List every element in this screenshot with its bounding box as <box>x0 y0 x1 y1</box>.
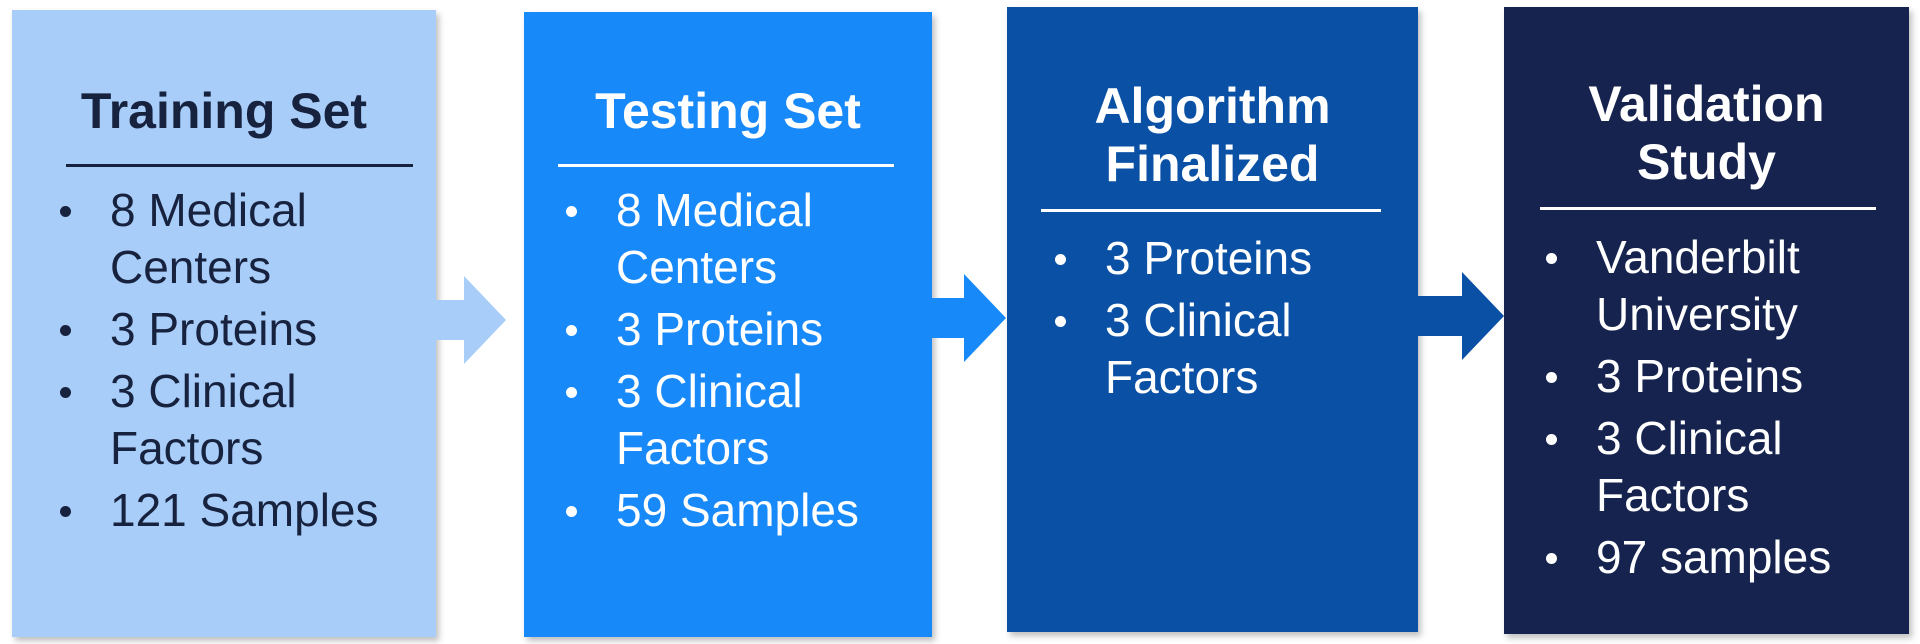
stage-item-list: 8 Medical Centers 3 Proteins 3 Clinical … <box>54 182 424 544</box>
bullet-icon <box>1546 553 1557 564</box>
stage-item-list: 3 Proteins 3 Clinical Factors <box>1049 230 1409 411</box>
title-line: Algorithm <box>1094 78 1331 134</box>
list-item: 97 samples <box>1540 529 1900 586</box>
bullet-icon <box>60 325 71 336</box>
bullet-icon <box>1546 372 1557 383</box>
stage-item-list: Vanderbilt University 3 Proteins 3 Clini… <box>1540 229 1900 591</box>
list-item: 3 Clinical Factors <box>1540 410 1856 524</box>
title-divider <box>1041 209 1381 212</box>
stage-box-training-set: Training Set 8 Medical Centers 3 Protein… <box>12 10 436 637</box>
bullet-icon <box>1546 434 1557 445</box>
arrow-shape <box>1418 272 1504 360</box>
bullet-icon <box>60 506 71 517</box>
list-item: 121 Samples <box>54 482 424 539</box>
title-line: Validation <box>1588 76 1825 132</box>
arrow-shape <box>434 276 506 364</box>
stage-box-validation-study: Validation Study Vanderbilt University 3… <box>1504 7 1909 634</box>
list-item: 3 Proteins <box>1540 348 1900 405</box>
list-item: 8 Medical Centers <box>560 182 856 296</box>
bullet-icon <box>1546 253 1557 264</box>
arrow-right-icon <box>1418 272 1504 360</box>
stage-title-validation-study: Validation Study <box>1504 75 1909 191</box>
title-divider <box>66 164 413 167</box>
bullet-icon <box>566 506 577 517</box>
stage-title-testing-set: Testing Set <box>595 83 861 139</box>
bullet-icon <box>1055 254 1066 265</box>
bullet-icon <box>60 387 71 398</box>
bullet-icon <box>566 325 577 336</box>
list-item: 3 Proteins <box>560 301 920 358</box>
list-item: 3 Clinical Factors <box>560 363 876 477</box>
bullet-icon <box>60 206 71 217</box>
stage-item-list: 8 Medical Centers 3 Proteins 3 Clinical … <box>560 182 920 544</box>
bullet-icon <box>1055 316 1066 327</box>
list-item: 8 Medical Centers <box>54 182 350 296</box>
stage-title-training-set: Training Set <box>80 83 368 139</box>
arrow-right-icon <box>932 274 1006 362</box>
list-item: Vanderbilt University <box>1540 229 1866 343</box>
title-divider <box>1540 207 1876 210</box>
list-item: 3 Clinical Factors <box>1049 292 1365 406</box>
arrow-shape <box>932 274 1006 362</box>
list-item: 3 Proteins <box>54 301 424 358</box>
bullet-icon <box>566 387 577 398</box>
title-line: Study <box>1637 134 1776 190</box>
title-line: Finalized <box>1105 136 1320 192</box>
stage-title-algorithm-finalized: Algorithm Finalized <box>1007 77 1418 193</box>
list-item: 3 Proteins <box>1049 230 1409 287</box>
arrow-right-icon <box>434 276 506 364</box>
list-item: 3 Clinical Factors <box>54 363 370 477</box>
stage-box-testing-set: Testing Set 8 Medical Centers 3 Proteins… <box>524 12 932 637</box>
bullet-icon <box>566 206 577 217</box>
stage-box-algorithm-finalized: Algorithm Finalized 3 Proteins 3 Clinica… <box>1007 7 1418 632</box>
title-divider <box>558 164 894 167</box>
list-item: 59 Samples <box>560 482 920 539</box>
